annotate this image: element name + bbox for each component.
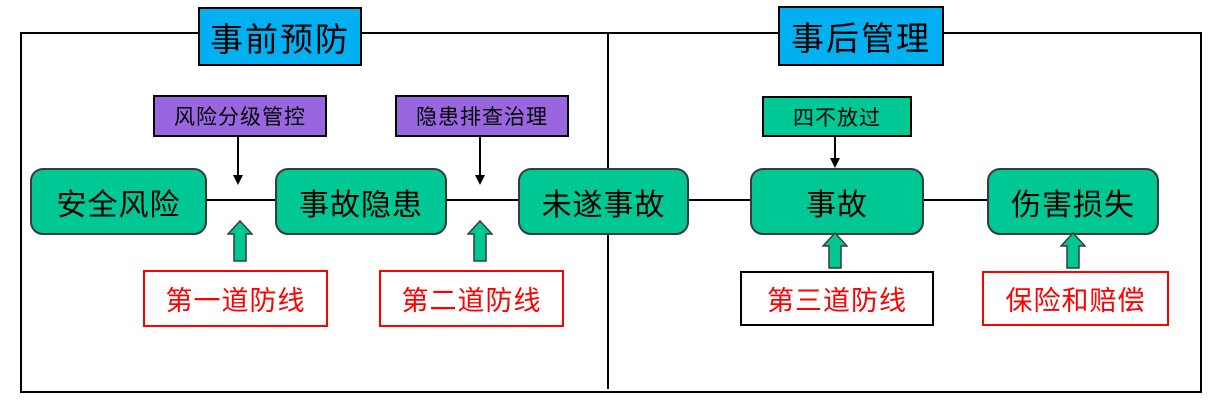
header-label: 事后管理 [791, 22, 931, 58]
outer-frame [20, 32, 1202, 393]
control-box-risk-grading: 风险分级管控 [153, 95, 327, 137]
node-injury-loss: 伤害损失 [987, 168, 1159, 235]
defense-label-text: 第三道防线 [767, 286, 907, 316]
node-safety-risk: 安全风险 [30, 168, 207, 235]
header-label: 事前预防 [210, 22, 350, 59]
node-label: 伤害损失 [1011, 188, 1135, 222]
label-third-defense-line: 第三道防线 [740, 271, 934, 326]
up-arrow-icon [227, 220, 253, 262]
node-label: 未遂事故 [541, 188, 666, 222]
node-label: 安全风险 [56, 188, 181, 222]
defense-label-text: 第二道防线 [401, 286, 542, 316]
down-arrow-line [834, 133, 836, 160]
label-first-defense-line: 第一道防线 [143, 270, 328, 327]
label-insurance-compensation: 保险和赔偿 [982, 271, 1169, 326]
control-box-label: 四不放过 [793, 105, 881, 130]
control-box-label: 隐患排查治理 [416, 105, 548, 129]
down-arrow-icon [830, 158, 840, 168]
control-box-four-no-passes: 四不放过 [762, 96, 912, 137]
node-label: 事故隐患 [299, 188, 423, 222]
control-box-hazard-investigation: 隐患排查治理 [395, 95, 569, 137]
node-near-miss: 未遂事故 [518, 168, 689, 235]
header-post-event-management: 事后管理 [778, 6, 944, 66]
down-arrow-line [237, 133, 239, 176]
node-accident-hazard: 事故隐患 [275, 168, 447, 235]
up-arrow-icon [822, 232, 848, 269]
node-label: 事故 [806, 188, 868, 222]
down-arrow-icon [475, 175, 485, 185]
label-second-defense-line: 第二道防线 [379, 270, 564, 327]
down-arrow-line [479, 133, 481, 176]
up-arrow-icon [1060, 232, 1086, 269]
control-box-label: 风险分级管控 [174, 105, 306, 129]
defense-label-text: 第一道防线 [165, 286, 306, 316]
header-pre-event-prevention: 事前预防 [198, 7, 362, 66]
defense-label-text: 保险和赔偿 [1005, 286, 1146, 316]
up-arrow-icon [467, 220, 493, 262]
node-accident: 事故 [750, 168, 924, 235]
down-arrow-icon [233, 175, 243, 185]
